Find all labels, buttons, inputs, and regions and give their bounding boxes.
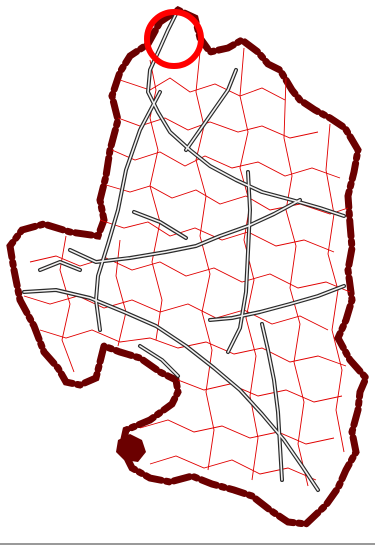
region-area <box>10 10 366 524</box>
highlight-ring[interactable] <box>144 9 204 69</box>
roads-fill <box>23 13 345 491</box>
outer-boundary <box>6 5 371 528</box>
bottom-divider <box>0 543 375 545</box>
outer-boundary-blob <box>116 434 146 462</box>
